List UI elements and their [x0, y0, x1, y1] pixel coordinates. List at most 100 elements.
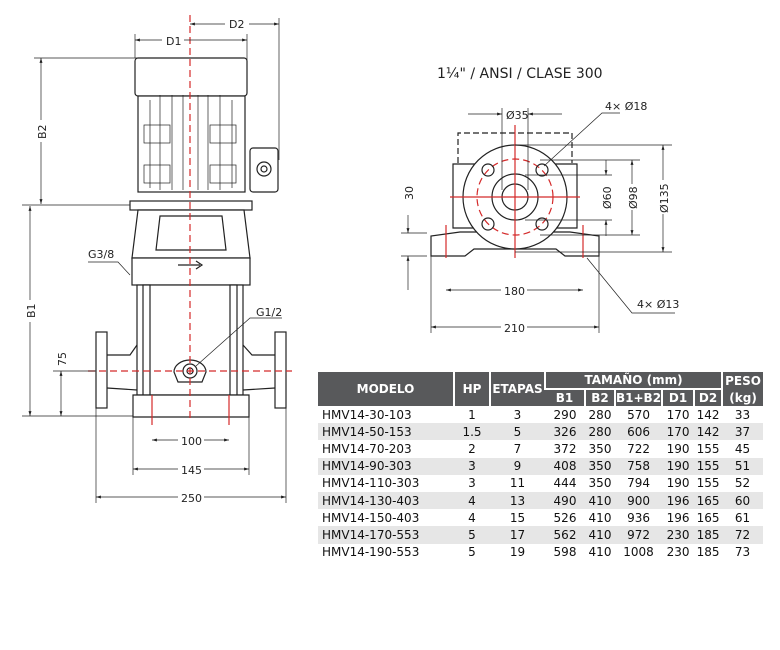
cell-b1b2: 972 [615, 526, 663, 544]
cell-peso: 72 [722, 526, 764, 544]
cell-d1: 196 [666, 510, 690, 525]
motor-body [137, 95, 246, 193]
cell-etapas: 19 [509, 545, 526, 560]
cell-d1: 190 [666, 441, 690, 456]
header-peso-unit: (kg) [721, 389, 764, 406]
cell-b2: 280 [588, 407, 612, 422]
dim-210: 210 [504, 322, 525, 335]
cell-b1b2: 936 [627, 510, 650, 525]
cell-modelo: HMV14-130-403 [318, 491, 454, 510]
cell-b1: 562 [545, 526, 585, 544]
cell-hp: 5 [468, 545, 476, 560]
cell-peso: 52 [734, 476, 751, 491]
cell-d1: 170 [662, 423, 695, 441]
cell-d2: 165 [696, 510, 720, 525]
cell-modelo: HMV14-70-203 [322, 441, 412, 456]
cell-b1: 444 [553, 476, 577, 491]
dim-d1: D1 [166, 35, 181, 48]
base [132, 394, 250, 418]
dim-b1: B1 [25, 303, 38, 318]
cell-modelo: HMV14-110-303 [322, 476, 420, 491]
cell-etapas: 13 [490, 491, 545, 510]
cell-modelo: HMV14-150-403 [322, 510, 420, 525]
cell-d1: 190 [662, 457, 695, 475]
cell-peso: 33 [734, 407, 751, 422]
cell-peso: 51 [722, 457, 764, 475]
cell-b2: 350 [588, 476, 612, 491]
cell-modelo: HMV14-50-153 [318, 423, 454, 441]
cell-peso: 45 [734, 441, 751, 456]
header-b1b2: B1+B2 [613, 389, 663, 406]
header-b2: B2 [584, 389, 615, 406]
cell-b1: 326 [545, 423, 585, 441]
cell-etapas: 9 [490, 457, 545, 475]
cell-etapas: 11 [509, 476, 526, 491]
cell-etapas: 5 [490, 423, 545, 441]
cell-d1: 170 [666, 407, 690, 422]
motor-cover [134, 57, 248, 97]
g38-label: G3/8 [88, 248, 114, 261]
cell-b1b2: 606 [615, 423, 663, 441]
cell-b2: 410 [588, 510, 612, 525]
cell-hp: 2 [468, 441, 476, 456]
header-modelo: MODELO [318, 372, 454, 406]
cell-b1b2: 570 [627, 407, 650, 422]
cell-d1: 230 [662, 526, 695, 544]
dim-d2: D2 [229, 18, 244, 31]
coupling-block [131, 257, 251, 286]
motor-flange [129, 200, 253, 211]
cell-hp: 3 [454, 457, 490, 475]
cell-b1: 490 [545, 491, 585, 510]
cell-hp: 3 [468, 476, 476, 491]
flange-title: 1¼" / ANSI / CLASE 300 [437, 66, 603, 82]
bracket [131, 209, 251, 259]
cell-d2: 142 [696, 407, 720, 422]
cell-b2: 350 [588, 441, 612, 456]
cell-b1b2: 1008 [623, 545, 654, 560]
header-d1: D1 [661, 389, 695, 406]
cell-d1: 196 [662, 491, 695, 510]
dim-d35: Ø35 [506, 109, 529, 122]
flange-view: 1¼" / ANSI / CLASE 300 Ø35 4× Ø18 Ø60 Ø9… [401, 66, 679, 335]
cell-b1b2: 722 [627, 441, 650, 456]
cell-hp: 4 [454, 491, 490, 510]
cell-peso: 61 [734, 510, 751, 525]
header-b1: B1 [545, 389, 585, 406]
cell-modelo: HMV14-190-553 [322, 545, 420, 560]
dim-d135: Ø135 [658, 183, 671, 213]
drain-plug [173, 359, 207, 383]
cell-b1: 598 [553, 545, 577, 560]
cell-d2: 185 [694, 526, 723, 544]
holes-18-label: 4× Ø18 [605, 100, 647, 113]
dim-b2: B2 [36, 124, 49, 139]
inlet-flange [95, 331, 108, 409]
terminal-box [249, 147, 279, 193]
cell-d2: 155 [694, 457, 723, 475]
cell-etapas: 17 [490, 526, 545, 544]
cell-b1b2: 758 [615, 457, 663, 475]
dim-180: 180 [504, 285, 525, 298]
cell-peso: 37 [722, 423, 764, 441]
cell-etapas: 3 [513, 407, 522, 422]
cell-d2: 165 [694, 491, 723, 510]
cell-b1: 526 [553, 510, 577, 525]
header-d2: D2 [693, 389, 723, 406]
cell-hp: 5 [454, 526, 490, 544]
cell-d2: 142 [694, 423, 723, 441]
cell-b2: 410 [585, 491, 615, 510]
header-hp: HP [453, 372, 490, 406]
cell-b1b2: 900 [615, 491, 663, 510]
cell-b2: 350 [585, 457, 615, 475]
cell-hp: 1.5 [454, 423, 490, 441]
cell-modelo: HMV14-170-553 [318, 526, 454, 544]
dim-100: 100 [181, 435, 202, 448]
cell-b2: 410 [588, 545, 612, 560]
